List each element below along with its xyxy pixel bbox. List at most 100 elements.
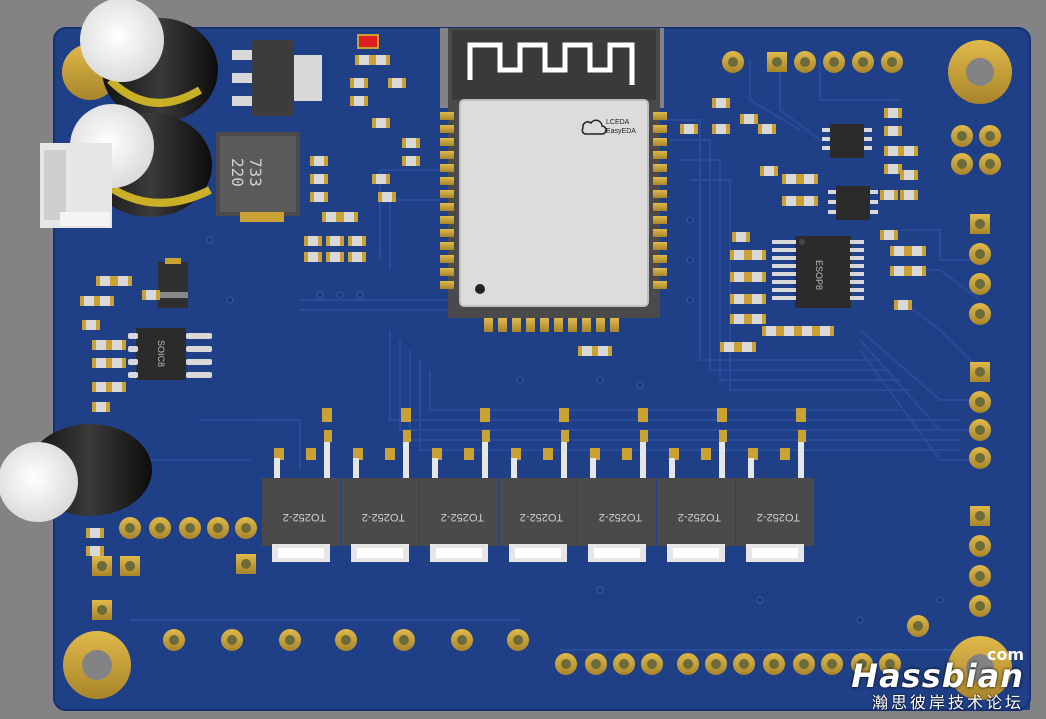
module-pad <box>484 318 493 332</box>
smd-body <box>112 340 122 350</box>
smd-body <box>786 174 796 184</box>
header-pin-hole <box>975 397 985 407</box>
ic-esop8-label: ESOP8 <box>814 260 824 290</box>
smd-body <box>734 250 744 260</box>
module-pad <box>653 255 667 263</box>
capacitor-top-left <box>80 0 218 122</box>
mosfet-lead <box>719 442 725 480</box>
header-pin-hole <box>858 57 868 67</box>
mosfet-tab-inner <box>278 548 324 558</box>
smd-body <box>752 272 762 282</box>
smd-body <box>904 190 914 200</box>
header-pin-hole <box>975 601 985 611</box>
smd-body <box>898 300 908 310</box>
smd-body <box>96 340 106 350</box>
mosfet-lead <box>353 458 359 480</box>
smd-body <box>314 156 324 166</box>
smd-body <box>382 192 392 202</box>
ic-pin <box>850 272 864 276</box>
smd-body <box>90 546 100 556</box>
mosfet-lead <box>324 442 330 480</box>
header-pin-hole <box>975 541 985 551</box>
header-pin-hole <box>739 659 749 669</box>
header-pin-hole <box>241 523 251 533</box>
smd-body <box>406 138 416 148</box>
module-pad <box>440 216 454 224</box>
smd-body <box>752 250 762 260</box>
watermark: com Hassbian 瀚思彼岸技术论坛 <box>851 645 1024 713</box>
module-pad <box>440 112 454 120</box>
smd-body <box>894 246 904 256</box>
module-pad <box>554 318 563 332</box>
smd-body <box>752 294 762 304</box>
mosfet-pad <box>640 430 648 442</box>
module-pad <box>440 268 454 276</box>
smd-body <box>96 382 106 392</box>
header-pin-hole <box>619 659 629 669</box>
smd-body <box>314 192 324 202</box>
mosfet-lead <box>561 442 567 480</box>
module-pad <box>582 318 591 332</box>
capacitor-bottom-left <box>0 424 152 522</box>
module-pad <box>440 138 454 146</box>
ic-pin <box>850 296 864 300</box>
module-pad <box>653 203 667 211</box>
smd-passives <box>80 55 926 556</box>
module-pad <box>653 164 667 172</box>
mosfet-pad <box>622 448 632 460</box>
smd-body <box>376 55 386 65</box>
module-brand-bottom: EasyEDA <box>606 128 636 135</box>
header-pin-hole <box>241 559 251 569</box>
ic-small-pins <box>822 128 878 214</box>
smd-body <box>904 146 914 156</box>
smd-body <box>904 170 914 180</box>
module-pad <box>610 318 619 332</box>
mosfet-pad <box>798 430 806 442</box>
smd-body <box>762 124 772 134</box>
header-pin-hole <box>829 57 839 67</box>
mosfet-tab-inner <box>673 548 719 558</box>
smd-body <box>359 55 369 65</box>
mosfet-pad <box>353 448 363 460</box>
smd-body <box>354 96 364 106</box>
mosfet-lead <box>482 442 488 480</box>
capacitor-mid-left <box>70 104 212 217</box>
mosfet-body <box>262 478 340 546</box>
module-pad <box>440 281 454 289</box>
smd-body <box>766 326 776 336</box>
smd-body <box>308 252 318 262</box>
mosfet-pad <box>559 408 569 422</box>
smd-body <box>376 174 386 184</box>
smd-body <box>330 252 340 262</box>
header-pin-hole <box>975 279 985 289</box>
mosfet-pad <box>306 448 316 460</box>
smd-body <box>884 230 894 240</box>
header-pin-hole <box>772 57 782 67</box>
module-pad <box>653 229 667 237</box>
ic-pin <box>772 280 796 284</box>
smd-body <box>96 402 106 412</box>
module-brand-top: LCEDA <box>606 119 630 126</box>
header-pin-hole <box>125 561 135 571</box>
mosfet-body <box>657 478 735 546</box>
ic-soic8: SOIC8 <box>136 328 186 380</box>
mosfet-label: TO252-2 <box>599 511 642 523</box>
header-pin-hole <box>975 571 985 581</box>
module-pad <box>653 112 667 120</box>
inductor-marking-bottom: 733 <box>246 158 265 187</box>
header-pin-hole <box>285 635 295 645</box>
smd-body <box>352 252 362 262</box>
mosfet-pad <box>719 430 727 442</box>
smd-body <box>344 212 354 222</box>
mosfet-pad <box>543 448 553 460</box>
smd-body <box>804 174 814 184</box>
diode <box>158 258 188 308</box>
smd-body <box>784 326 794 336</box>
header-pin-hole <box>985 131 995 141</box>
smd-body <box>912 246 922 256</box>
watermark-subtitle: 瀚思彼岸技术论坛 <box>871 693 1024 712</box>
smd-body <box>406 156 416 166</box>
header-pin-hole <box>985 159 995 169</box>
module-pads <box>440 112 667 332</box>
voltage-regulator <box>232 40 322 116</box>
